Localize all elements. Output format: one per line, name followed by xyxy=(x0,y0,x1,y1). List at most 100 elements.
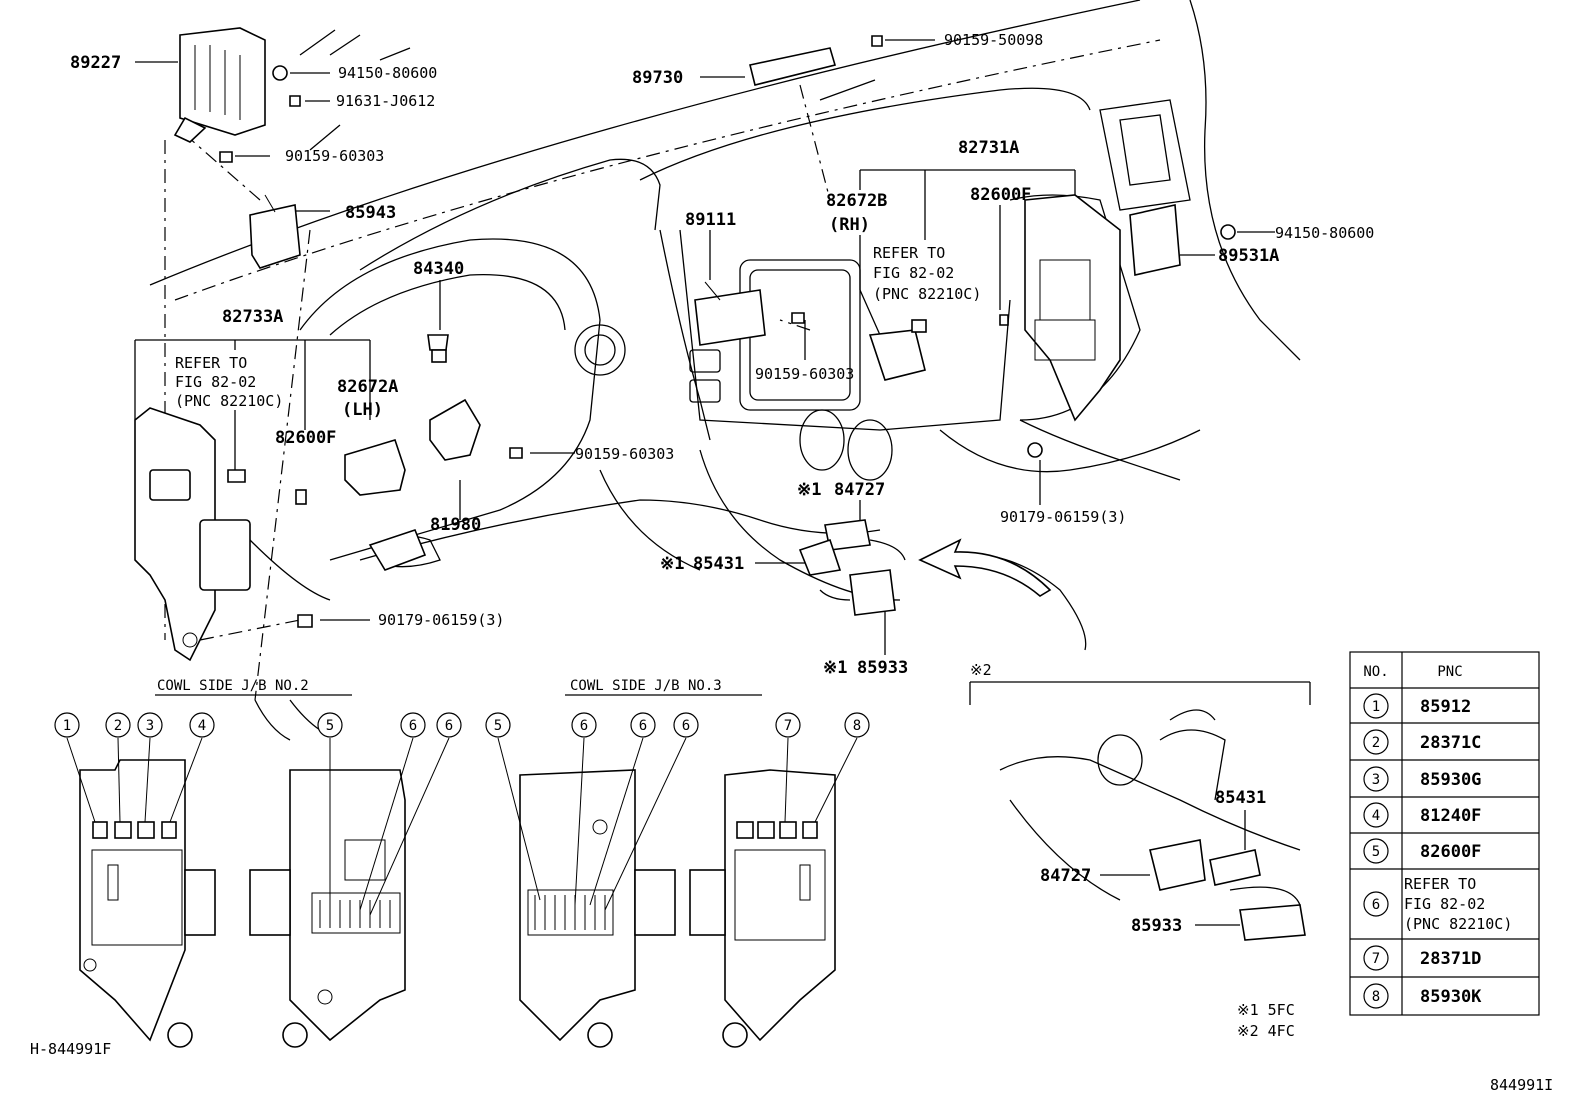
note-1: ※1 5FC xyxy=(1237,1001,1295,1019)
callout-6 xyxy=(571,712,597,738)
callout-label: 4 xyxy=(198,718,206,734)
note-2: ※2 4FC xyxy=(1237,1022,1295,1040)
jb-titles: COWL SIDE J/B NO.2 COWL SIDE J/B NO.3 xyxy=(155,678,762,696)
callout-label: 5 xyxy=(326,718,334,734)
table-row-no-circle xyxy=(1363,983,1389,1009)
callout-6 xyxy=(436,712,462,738)
table-header-pnc: PNC xyxy=(1437,664,1462,680)
table-row-no-circle xyxy=(1363,945,1389,971)
label-85943: 85943 xyxy=(345,203,396,223)
label-89730: 89730 xyxy=(632,68,683,88)
callout-6 xyxy=(673,712,699,738)
label-94150-80600-right: 94150-80600 xyxy=(1275,224,1374,242)
label-90159-60303-mid: 90159-60303 xyxy=(575,445,674,463)
callout-label: 6 xyxy=(409,718,417,734)
table-row-pnc: 28371D xyxy=(1420,949,1481,969)
table-row-pnc: 85930K xyxy=(1420,987,1482,1007)
table-row-pnc-line3: (PNC 82210C) xyxy=(1404,915,1512,933)
label-90159-50098: 90159-50098 xyxy=(944,31,1043,49)
label-94150-80600: 94150-80600 xyxy=(338,64,437,82)
label-89531a: 89531A xyxy=(1218,246,1279,266)
part-85943-relay xyxy=(249,194,301,269)
jb2-title: COWL SIDE J/B NO.2 xyxy=(157,678,309,694)
refer-left-1: REFER TO xyxy=(175,354,247,372)
callout-label: 6 xyxy=(639,718,647,734)
table-row-no-circle xyxy=(1363,838,1389,864)
table-row-pnc-line2: FIG 82-02 xyxy=(1404,895,1485,913)
callout-2 xyxy=(105,712,131,738)
table-row-no: 2 xyxy=(1372,735,1380,751)
part-shift-area xyxy=(798,409,906,616)
table-row-pnc: 28371C xyxy=(1420,733,1481,753)
callout-1 xyxy=(54,712,80,738)
part-82731A-junction-block xyxy=(999,194,1121,422)
part-82600F-fuse-left xyxy=(295,489,307,505)
callout-label: 2 xyxy=(114,718,122,734)
label-89111: 89111 xyxy=(685,210,736,230)
label-82672b-side: (RH) xyxy=(829,215,870,235)
label-85933-mark: ※1 xyxy=(823,658,847,678)
label-82672a-side: (LH) xyxy=(342,400,383,420)
callout-7 xyxy=(775,712,801,738)
detail-4fc xyxy=(999,709,1306,941)
table-row-pnc: 85912 xyxy=(1420,697,1471,717)
fasteners-top-left xyxy=(219,65,301,163)
callout-6 xyxy=(630,712,656,738)
label-90179-06159-left: 90179-06159(3) xyxy=(378,611,504,629)
refer-right-3: (PNC 82210C) xyxy=(873,285,981,303)
pnc-table: NO. PNC 1 85912 2 28371C 3 85930G 4 8124… xyxy=(1349,651,1540,1016)
table-header-no: NO. xyxy=(1363,664,1388,680)
refer-right-2: FIG 82-02 xyxy=(873,264,954,282)
callout-4 xyxy=(189,712,215,738)
table-row-no-circle xyxy=(1363,729,1389,755)
label-detail-mark: ※2 xyxy=(970,661,992,679)
label-81980: 81980 xyxy=(430,515,481,535)
label-82600f-left: 82600F xyxy=(275,428,336,448)
label-fc-85933: 85933 xyxy=(1131,916,1182,936)
table-row-pnc: 82600F xyxy=(1420,842,1481,862)
part-89111-unit xyxy=(694,281,805,346)
callout-3 xyxy=(137,712,163,738)
jb-drawing-4 xyxy=(689,769,836,1048)
code-bottom-left: H-844991F xyxy=(30,1040,111,1058)
table-row-no-circle xyxy=(1363,693,1389,719)
label-85431-mark: ※1 xyxy=(660,554,684,574)
table-row-no: 5 xyxy=(1372,844,1380,860)
refer-right-1: REFER TO xyxy=(873,244,945,262)
part-89531A-relay xyxy=(1027,204,1236,458)
label-fc-84727: 84727 xyxy=(1040,866,1091,886)
table-row-no: 3 xyxy=(1372,772,1380,788)
refer-left-2: FIG 82-02 xyxy=(175,373,256,391)
part-82672A-bracket xyxy=(344,439,406,496)
label-84727-mark: ※1 xyxy=(797,480,821,500)
label-90179-06159-right: 90179-06159(3) xyxy=(1000,508,1126,526)
part-89730-module xyxy=(749,35,883,86)
table-row-pnc-line1: REFER TO xyxy=(1404,875,1476,893)
label-84340: 84340 xyxy=(413,259,464,279)
table-row-no: 7 xyxy=(1372,951,1380,967)
refer-left-3: (PNC 82210C) xyxy=(175,392,283,410)
callout-label: 6 xyxy=(580,718,588,734)
label-85933: 85933 xyxy=(857,658,908,678)
part-labels: 89227 94150-80600 91631-J0612 90159-6030… xyxy=(70,31,1374,936)
table-row-no: 4 xyxy=(1372,808,1380,824)
table-row-pnc: 81240F xyxy=(1420,806,1481,826)
callout-8 xyxy=(844,712,870,738)
label-82733a: 82733A xyxy=(222,307,283,327)
callout-label: 3 xyxy=(146,718,154,734)
table-row-pnc: 85930G xyxy=(1420,770,1481,790)
label-82600f-right: 82600F xyxy=(970,185,1031,205)
table-row-no-circle xyxy=(1363,802,1389,828)
notes: ※1 5FC ※2 4FC H-844991F 844991I xyxy=(30,1001,1553,1094)
jb-drawing-2 xyxy=(249,769,406,1048)
label-84727: 84727 xyxy=(834,480,885,500)
part-81980-sensor xyxy=(297,398,523,628)
callout-label: 1 xyxy=(63,718,71,734)
callout-circles: 1 2 3 4 5 6 6 5 6 6 6 7 8 xyxy=(54,712,870,916)
jb-drawing-3 xyxy=(519,769,676,1048)
label-91631-j0612: 91631-J0612 xyxy=(336,92,435,110)
code-bottom-right: 844991I xyxy=(1490,1076,1553,1094)
part-82672B-bracket xyxy=(868,319,927,381)
callout-label: 8 xyxy=(853,718,861,734)
